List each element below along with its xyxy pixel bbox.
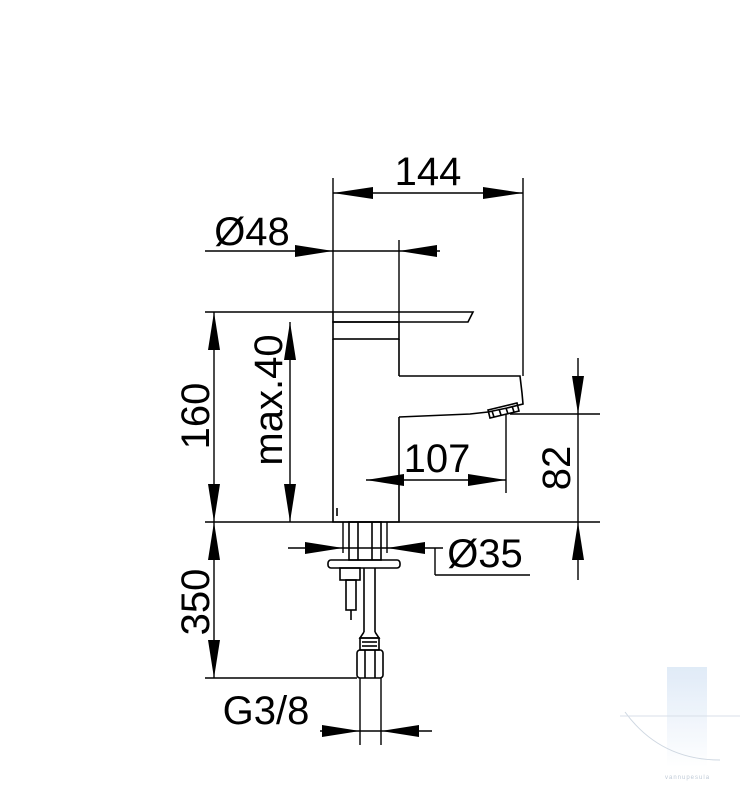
dim-spout-height: 82	[535, 446, 579, 491]
body-column	[332, 339, 400, 523]
dim-diameter-base: Ø35	[447, 532, 523, 576]
dim-hose-length: 350	[174, 569, 218, 636]
handle-cap	[332, 321, 400, 340]
dim-height-body: 160	[174, 383, 218, 450]
dim-handle-travel: max.40	[247, 334, 291, 465]
dimension-lines	[205, 187, 584, 737]
supply-hose	[356, 568, 384, 679]
spout	[398, 375, 524, 418]
handle-lever	[332, 311, 475, 323]
dim-thread: G3/8	[223, 689, 310, 733]
watermark-logo: vannupesula	[620, 667, 740, 781]
mounting-washer	[327, 559, 401, 569]
dim-diameter-handle: Ø48	[214, 210, 290, 254]
fixing-nut	[339, 567, 361, 581]
dim-spout-reach: 107	[404, 437, 471, 481]
aerator	[487, 402, 520, 419]
mounting-shank	[348, 521, 382, 561]
watermark-text: vannupesula	[665, 775, 710, 781]
hose-nut	[356, 649, 384, 679]
faucet-outline	[327, 311, 524, 679]
dim-width-top: 144	[395, 150, 462, 194]
